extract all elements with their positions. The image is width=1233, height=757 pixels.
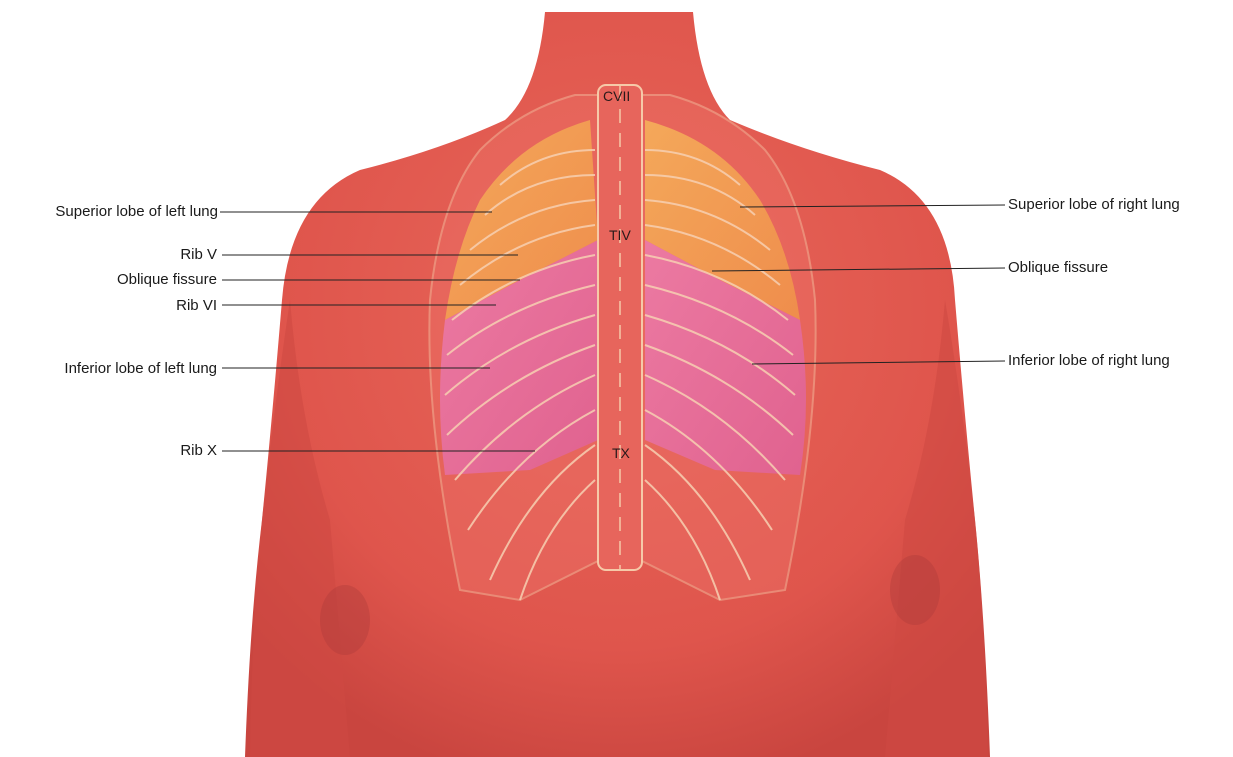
label-inferior-lobe-left-lung: Inferior lobe of left lung xyxy=(64,360,217,378)
label-vertebra-tx: TX xyxy=(612,445,630,461)
vertebral-column xyxy=(598,85,642,570)
label-oblique-fissure-right: Oblique fissure xyxy=(1008,259,1108,277)
right-elbow-shade xyxy=(890,555,940,625)
label-inferior-lobe-right-lung: Inferior lobe of right lung xyxy=(1008,352,1170,370)
label-superior-lobe-right-lung: Superior lobe of right lung xyxy=(1008,196,1180,214)
label-superior-lobe-left-lung: Superior lobe of left lung xyxy=(55,203,218,221)
label-oblique-fissure-left: Oblique fissure xyxy=(117,271,217,289)
label-rib-x: Rib X xyxy=(180,442,217,460)
label-vertebra-cvii: CVII xyxy=(603,88,630,104)
label-rib-vi: Rib VI xyxy=(176,297,217,315)
label-rib-v: Rib V xyxy=(180,246,217,264)
left-elbow-shade xyxy=(320,585,370,655)
label-vertebra-tiv: TIV xyxy=(609,227,631,243)
